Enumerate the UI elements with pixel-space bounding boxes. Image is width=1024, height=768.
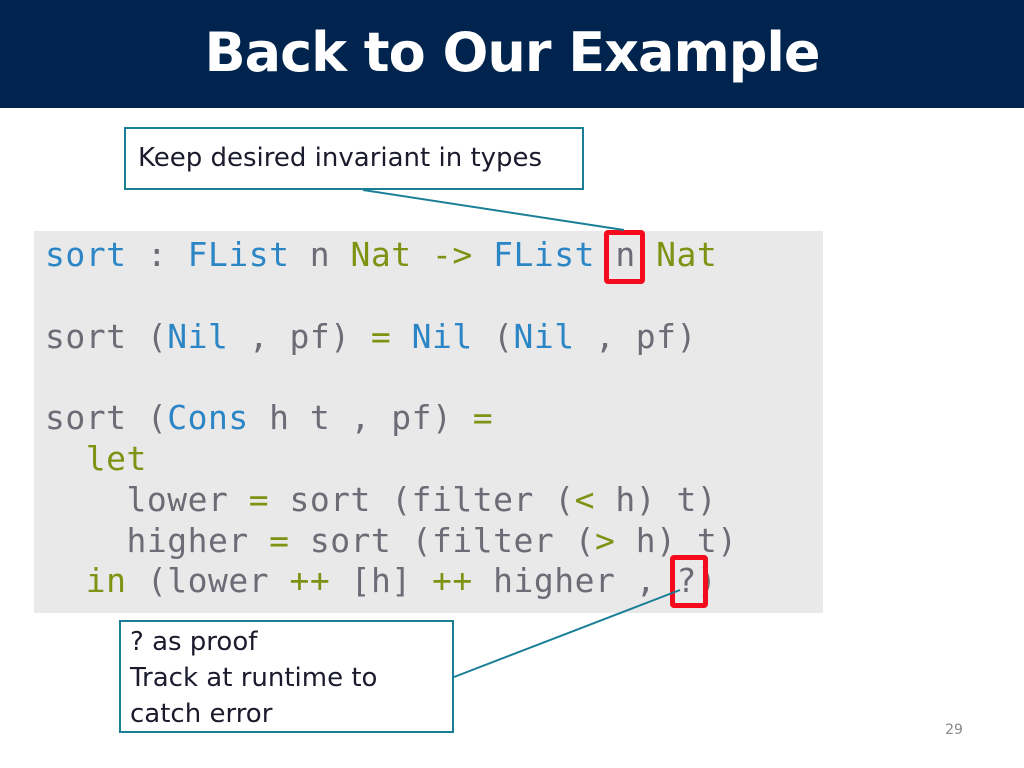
code-token bbox=[45, 439, 86, 478]
code-token bbox=[45, 561, 86, 600]
callout-invariant: Keep desired invariant in types bbox=[124, 127, 584, 190]
code-token: FList bbox=[493, 235, 595, 274]
code-token: Nil bbox=[411, 316, 473, 356]
code-token: (lower bbox=[126, 561, 290, 601]
code-line-5: lower = sort (filter (< h) t) bbox=[45, 480, 717, 519]
code-token-question: ? bbox=[676, 561, 697, 601]
code-block bbox=[34, 231, 823, 613]
code-token: ++ bbox=[432, 561, 473, 601]
code-token: ++ bbox=[289, 561, 331, 601]
code-token: > bbox=[594, 520, 616, 560]
code-token: lower bbox=[126, 479, 229, 519]
code-token: -> bbox=[411, 235, 494, 274]
code-token: h) t) bbox=[594, 479, 718, 519]
code-token bbox=[45, 521, 126, 560]
code-token: sort (filter ( bbox=[289, 520, 595, 560]
code-token: ( bbox=[126, 398, 168, 438]
code-token: = bbox=[370, 316, 392, 356]
code-token: ( bbox=[126, 316, 168, 356]
code-line-7: in (lower ++ [h] ++ higher , ?) bbox=[45, 561, 717, 600]
code-token: : bbox=[126, 235, 188, 274]
code-token: n bbox=[289, 235, 351, 274]
slide-title: Back to Our Example bbox=[204, 21, 820, 84]
code-token: higher bbox=[126, 520, 249, 560]
code-token: Cons bbox=[167, 398, 249, 438]
code-line-4: let bbox=[45, 439, 147, 478]
code-token: = bbox=[248, 479, 270, 519]
code-token: Nil bbox=[513, 316, 575, 356]
code-line-6: higher = sort (filter (> h) t) bbox=[45, 521, 738, 560]
callout-proof-line: ? as proof bbox=[130, 627, 258, 657]
page-number: 29 bbox=[945, 722, 963, 738]
code-line-2: sort (Nil , pf) = Nil (Nil , pf) bbox=[45, 317, 697, 356]
callout-invariant-text: Keep desired invariant in types bbox=[138, 143, 543, 173]
code-listing: sort : FList n Nat -> FList n Nat sort (… bbox=[45, 235, 738, 602]
code-token: = bbox=[269, 520, 290, 560]
code-token bbox=[45, 480, 126, 519]
connector-invariant bbox=[362, 189, 625, 231]
code-token: < bbox=[574, 479, 595, 519]
code-token: Nat bbox=[350, 235, 412, 274]
code-token: sort bbox=[45, 235, 127, 274]
code-token: Nil bbox=[167, 316, 229, 356]
callout-proof-line: catch error bbox=[130, 699, 273, 729]
code-token: Nat bbox=[656, 235, 718, 274]
code-token bbox=[228, 480, 248, 519]
callout-proof-line: Track at runtime to bbox=[130, 663, 378, 693]
highlight-box-n bbox=[604, 230, 645, 284]
code-token: = bbox=[472, 398, 494, 438]
code-token: let bbox=[85, 438, 147, 478]
code-token: sort (filter ( bbox=[269, 479, 575, 519]
code-token: h t , pf) bbox=[248, 398, 473, 438]
code-token: , pf) bbox=[574, 316, 697, 356]
code-token: in bbox=[85, 561, 127, 601]
code-token: ( bbox=[472, 316, 514, 356]
code-token-n: n bbox=[615, 235, 636, 274]
code-token: [h] bbox=[330, 561, 433, 601]
code-line-3: sort (Cons h t , pf) = bbox=[45, 398, 493, 437]
code-token bbox=[249, 521, 269, 560]
code-line-1: sort : FList n Nat -> FList n Nat bbox=[45, 235, 717, 274]
callout-proof: ? as proof Track at runtime to catch err… bbox=[119, 620, 454, 733]
code-token: sort bbox=[45, 316, 127, 356]
highlight-box-proof bbox=[670, 555, 708, 608]
code-token: h) t) bbox=[615, 520, 738, 560]
title-bar bbox=[0, 0, 1024, 108]
code-token: higher , bbox=[472, 561, 677, 601]
code-token: , pf) bbox=[228, 316, 371, 356]
code-token: FList bbox=[187, 235, 290, 274]
code-token: sort bbox=[45, 398, 127, 438]
code-token bbox=[391, 317, 411, 356]
